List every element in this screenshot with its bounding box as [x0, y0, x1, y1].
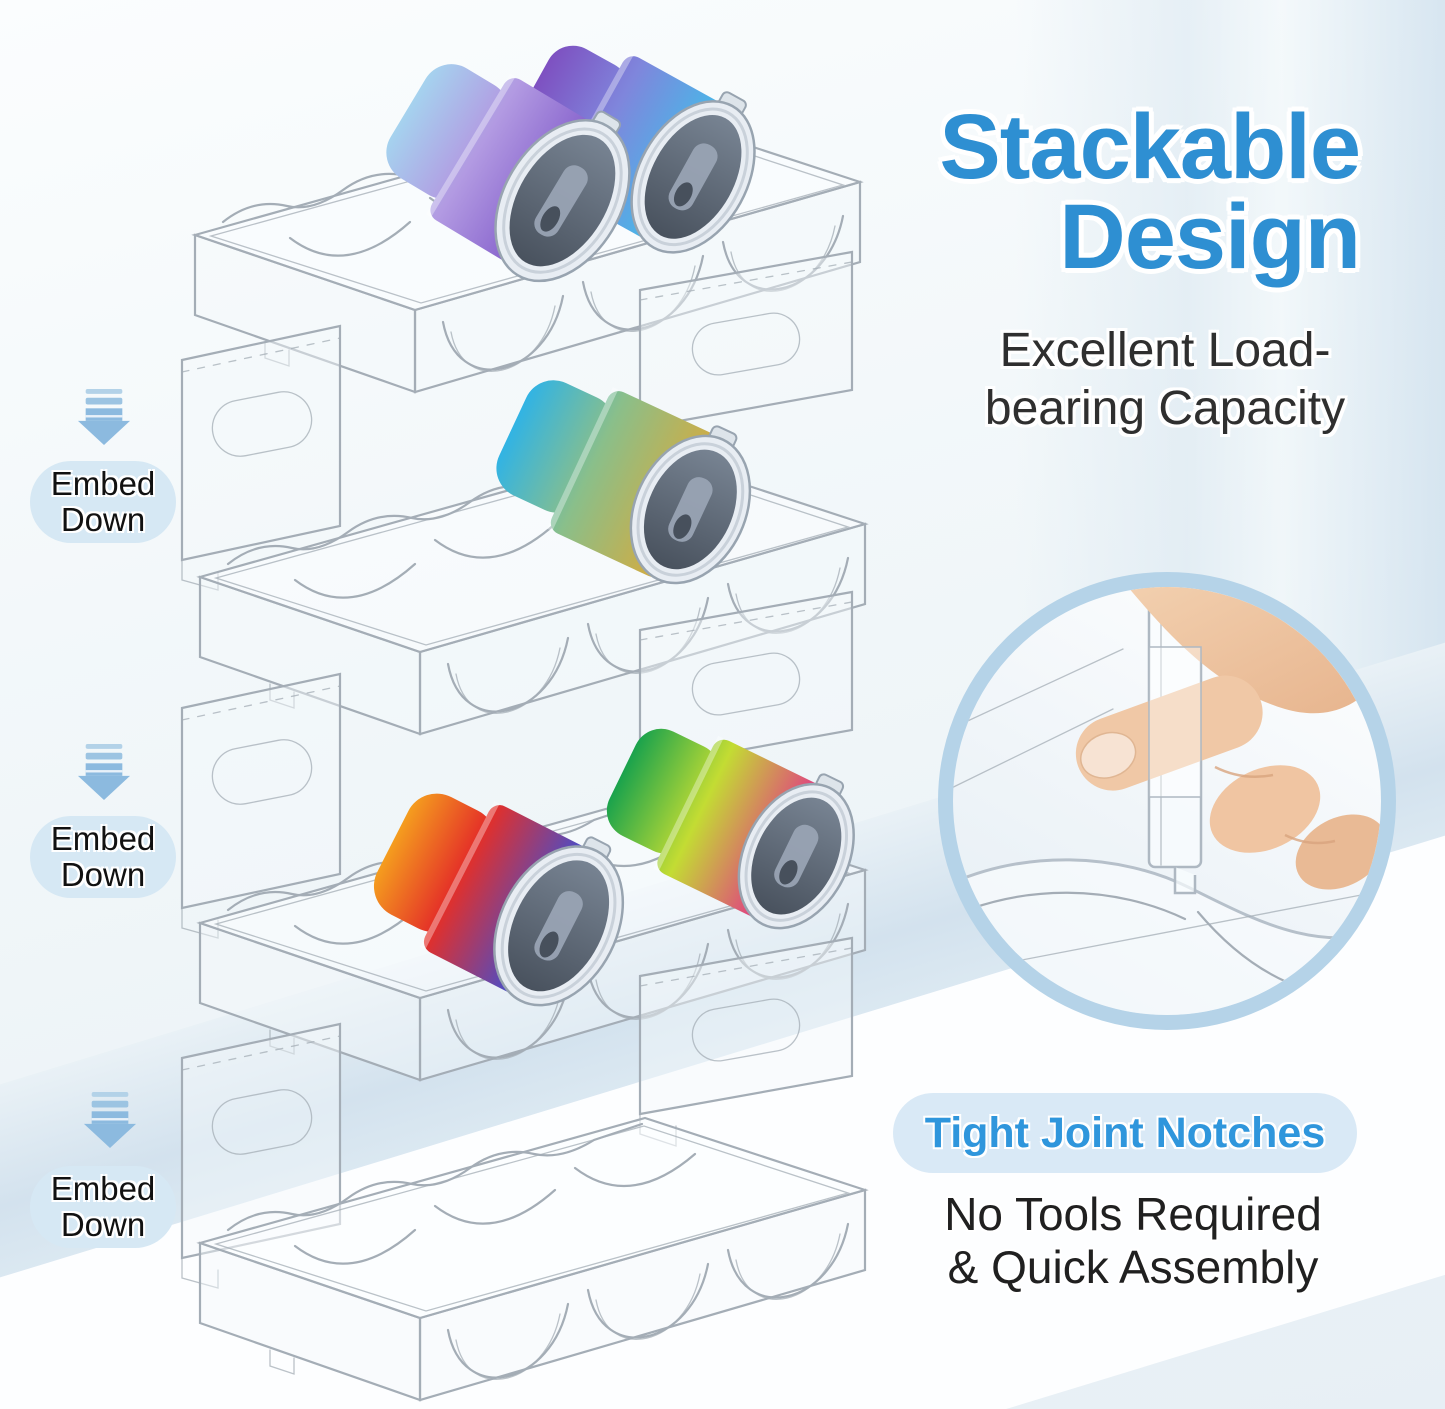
- hand-illustration: [1075, 587, 1381, 890]
- down-arrow-icon: [77, 744, 131, 800]
- inset-photo: [938, 572, 1396, 1030]
- embed-down-3-line2: Down: [60, 1206, 146, 1243]
- headline-line1: Stackable: [939, 96, 1361, 198]
- divider-panel-right-3: [638, 936, 854, 1148]
- subheadline-line1: Excellent Load-: [999, 324, 1331, 377]
- feature-badge-label: Tight Joint Notches: [924, 1108, 1326, 1157]
- tumbler-green-magenta: [606, 728, 855, 930]
- footnote-line1: No Tools Required: [944, 1188, 1322, 1240]
- embed-down-1-line1: Embed: [50, 465, 156, 503]
- feature-badge: Tight Joint Notches: [893, 1093, 1357, 1173]
- footnote: No Tools Required & Quick Assembly: [933, 1188, 1333, 1295]
- tumbler-blue-gold: [496, 380, 752, 585]
- embed-down-label-1: Embed Down: [30, 461, 176, 543]
- embed-down-2-line1: Embed: [50, 820, 156, 858]
- headline-line2: Design: [1059, 186, 1361, 289]
- down-arrow-icon: [83, 1092, 137, 1148]
- embed-down-2-line2: Down: [60, 856, 146, 893]
- subheadline-line2: bearing Capacity: [984, 381, 1346, 435]
- subheadline: Excellent Load- bearing Capacity: [940, 322, 1390, 437]
- footnote-line2: & Quick Assembly: [947, 1241, 1319, 1294]
- joint-notch-closeup: [953, 587, 1381, 1015]
- divider-strip-overlay: [1148, 646, 1202, 798]
- embed-down-label-2: Embed Down: [30, 816, 176, 898]
- embed-down-label-3: Embed Down: [30, 1166, 176, 1248]
- tumbler-purple-blue: [386, 64, 631, 283]
- headline: Stackable Design: [939, 96, 1361, 289]
- embed-down-1-line2: Down: [60, 501, 146, 538]
- tumbler-orange-red-blue: [373, 793, 625, 1007]
- down-arrow-icon: [77, 389, 131, 445]
- embed-down-3-line1: Embed: [50, 1170, 156, 1208]
